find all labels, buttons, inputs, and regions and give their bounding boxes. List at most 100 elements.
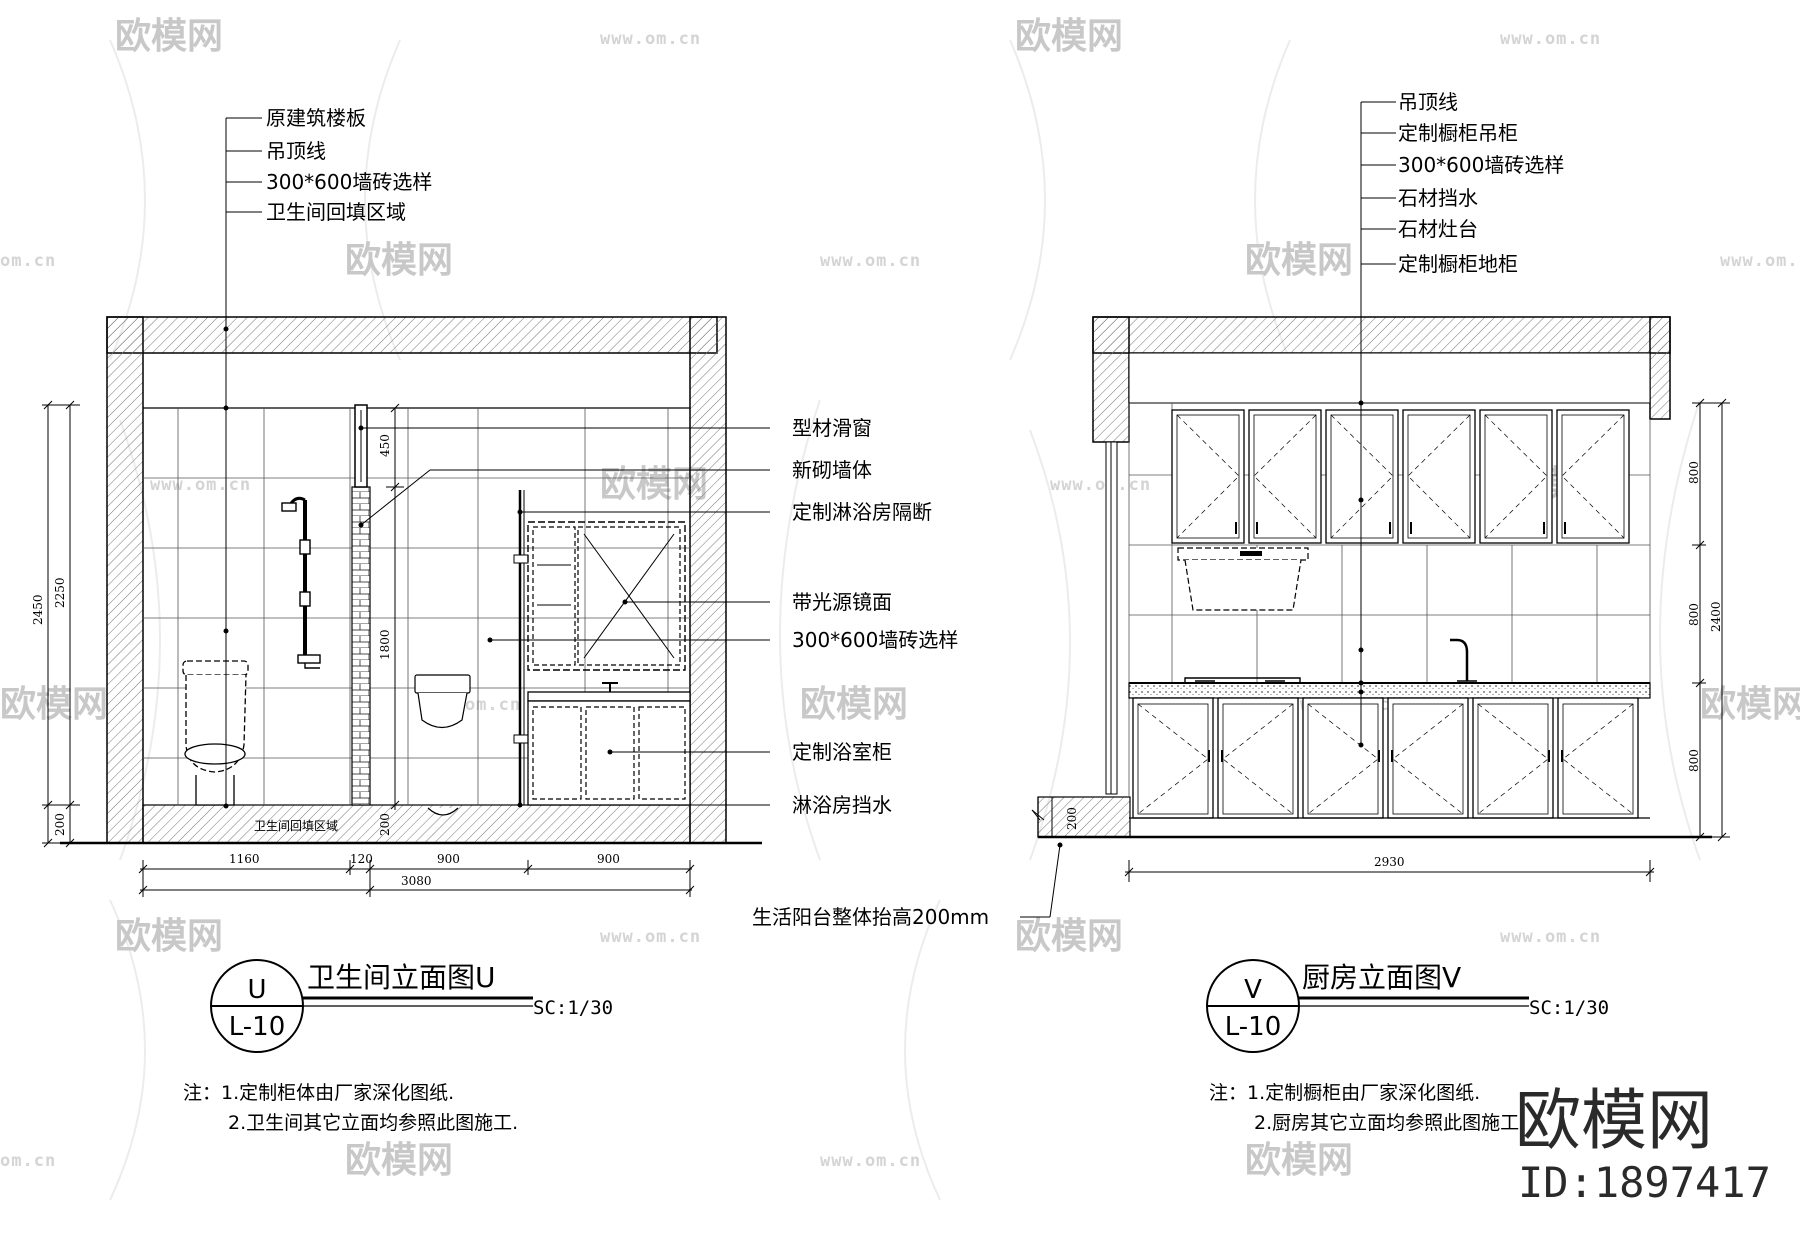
label-ceiling-line: 吊顶线 <box>1398 90 1458 114</box>
kitchen-elevation: 吊顶线 定制橱柜吊柜 300*600墙砖选样 石材挡水 石材灶台 定制橱柜地柜 … <box>752 90 1730 1134</box>
kitchen-title: 厨房立面图V <box>1302 961 1461 994</box>
kitchen-symbol-letter: V <box>1244 975 1262 1005</box>
label-balcony-raised: 生活阳台整体抬高200mm <box>752 905 989 929</box>
label-shower-partition: 定制淋浴房隔断 <box>792 500 932 524</box>
bathroom-note-1: 注：1.定制柜体由厂家深化图纸. <box>183 1082 454 1104</box>
kitchen-horizontal-dim <box>1124 860 1655 882</box>
cooktop-and-faucet <box>1184 638 1477 683</box>
bathroom-title: 卫生间立面图U <box>307 961 496 994</box>
kitchen-base-cabinet-diagonals <box>1137 703 1634 815</box>
watermark-brand: 欧模网 <box>1015 16 1123 57</box>
bathroom-scale: SC:1/30 <box>533 997 613 1019</box>
kitchen-notes: 注：1.定制橱柜由厂家深化图纸. 2.厨房其它立面均参照此图施工. <box>1209 1082 1525 1134</box>
label-base-cabinets: 定制橱柜地柜 <box>1398 252 1518 276</box>
logo-id: ID:1897417 <box>1518 1158 1771 1207</box>
kitchen-vertical-dim-text: 800 800 800 2400 <box>1687 461 1723 772</box>
bathroom-right-labels: 型材滑窗 新砌墙体 定制淋浴房隔断 带光源镜面 300*600墙砖选样 定制浴室… <box>792 416 958 817</box>
kitchen-upper-cabinets <box>1171 409 1630 544</box>
label-ceiling-line: 吊顶线 <box>266 139 326 163</box>
watermark-brand: 欧模网 <box>1245 1140 1353 1181</box>
watermark-url: www.om.cn <box>600 927 701 947</box>
bathroom-vertical-dim-text: 2450 2250 200 450 1800 200 <box>31 434 392 836</box>
watermark-url: www.om.cn <box>1500 927 1601 947</box>
dim-base-cabinet-height: 800 <box>1687 749 1701 772</box>
watermark-url: www.om.cn <box>1050 475 1151 495</box>
watermark-url-fragment: om.cn <box>0 251 56 271</box>
label-lit-mirror: 带光源镜面 <box>792 590 892 614</box>
label-original-floor-slab: 原建筑楼板 <box>266 106 366 130</box>
wall-hung-basin <box>414 674 471 816</box>
label-sliding-window: 型材滑窗 <box>792 416 872 440</box>
dim-inner-height: 2250 <box>53 577 67 608</box>
bathroom-symbol-sheet: L-10 <box>229 1012 286 1042</box>
label-wall-tile-spec: 300*600墙砖选样 <box>266 170 432 194</box>
bathroom-note-2: 2.卫生间其它立面均参照此图施工. <box>228 1112 518 1134</box>
watermark-url: www.om.cn <box>150 475 251 495</box>
watermark-url-fragment: om.cn <box>0 1151 56 1171</box>
watermark-brand: 欧模网 <box>1700 684 1800 725</box>
bathroom-notes: 注：1.定制柜体由厂家深化图纸. 2.卫生间其它立面均参照此图施工. <box>183 1082 518 1134</box>
bathroom-right-leaders <box>358 425 770 808</box>
label-wall-tile-spec-2: 300*600墙砖选样 <box>792 628 958 652</box>
toilet-fixture <box>182 660 249 806</box>
bathroom-vertical-dims <box>42 400 404 848</box>
bathroom-top-leaders <box>223 117 262 809</box>
balcony-step-dim <box>1020 796 1063 918</box>
watermark-brand-row-2: om.cn 欧模网 www.om.cn 欧模网 www.om.cn <box>0 240 1800 281</box>
label-shower-curb: 淋浴房挡水 <box>792 793 892 817</box>
label-fill-region: 卫生间回填区域 <box>254 819 338 833</box>
watermark-brand-row-6: om.cn 欧模网 www.om.cn 欧模网 <box>0 1140 1353 1181</box>
site-logo: 欧模网 ID:1897417 <box>1515 1082 1771 1207</box>
dim-total-width: 3080 <box>401 874 432 888</box>
label-vanity-cabinet: 定制浴室柜 <box>792 740 892 764</box>
watermark-brand: 欧模网 <box>115 16 223 57</box>
watermark-brand: 欧模网 <box>1015 916 1123 957</box>
label-stone-backsplash: 石材挡水 <box>1398 186 1478 210</box>
kitchen-title-block: V L-10 厨房立面图V SC:1/30 <box>1206 959 1609 1053</box>
kitchen-window-column <box>1105 441 1118 795</box>
lit-mirror-cabinet <box>527 521 686 671</box>
dim-backsplash-height: 800 <box>1687 603 1701 626</box>
kitchen-note-1: 注：1.定制橱柜由厂家深化图纸. <box>1209 1082 1480 1104</box>
watermark-url: www.om.cn <box>1500 29 1601 49</box>
watermark-brand: 欧模网 <box>115 916 223 957</box>
bathroom-title-block: U L-10 卫生间立面图U SC:1/30 <box>210 959 613 1053</box>
watermark-url: www.om.cn <box>820 1151 921 1171</box>
watermark-brand: 欧模网 <box>1245 240 1353 281</box>
kitchen-top-labels: 吊顶线 定制橱柜吊柜 300*600墙砖选样 石材挡水 石材灶台 定制橱柜地柜 <box>1398 90 1564 276</box>
dim-balcony-step: 200 <box>1065 807 1079 830</box>
kitchen-symbol-sheet: L-10 <box>1225 1012 1282 1042</box>
watermark-url: www.om.cn <box>820 251 921 271</box>
label-new-brick-wall: 新砌墙体 <box>792 458 872 482</box>
watermark-brand-row-1: 欧模网 www.om.cn 欧模网 www.om.cn <box>115 16 1601 57</box>
dim-total-width: 2930 <box>1374 855 1405 869</box>
dim-w2: 120 <box>350 852 373 866</box>
kitchen-upper-handles <box>1235 522 1566 534</box>
kitchen-upper-cabinet-diagonals <box>1176 414 1625 539</box>
dim-total-height: 2400 <box>1709 601 1723 632</box>
kitchen-base-handles <box>1208 750 1563 762</box>
kitchen-countertop <box>1128 682 1651 699</box>
kitchen-scale: SC:1/30 <box>1529 997 1609 1019</box>
watermark-brand: 欧模网 <box>345 240 453 281</box>
label-upper-cabinets: 定制橱柜吊柜 <box>1398 121 1518 145</box>
bathroom-symbol-letter: U <box>247 975 266 1005</box>
watermark-brand: 欧模网 <box>0 684 108 725</box>
kitchen-note-2: 2.厨房其它立面均参照此图施工. <box>1254 1112 1525 1134</box>
kitchen-top-leaders <box>1358 101 1396 748</box>
dim-w1: 1160 <box>229 852 260 866</box>
dim-upper-cabinet-height: 800 <box>1687 461 1701 484</box>
watermark-brand: 欧模网 <box>800 684 908 725</box>
dim-total-height: 2450 <box>31 594 45 625</box>
bathroom-horizontal-dims <box>138 860 695 897</box>
kitchen-vertical-dims <box>1692 398 1730 842</box>
watermark-url: www.om.cn <box>600 29 701 49</box>
kitchen-base-cabinets <box>1132 697 1639 819</box>
dim-w3: 900 <box>437 852 460 866</box>
dim-fill-height: 200 <box>378 813 392 836</box>
watermark-url: www.om.cn <box>1720 251 1800 271</box>
dim-w4: 900 <box>597 852 620 866</box>
label-wall-tile-spec: 300*600墙砖选样 <box>1398 153 1564 177</box>
bathroom-top-labels: 原建筑楼板 吊顶线 300*600墙砖选样 卫生间回填区域 <box>266 106 432 224</box>
